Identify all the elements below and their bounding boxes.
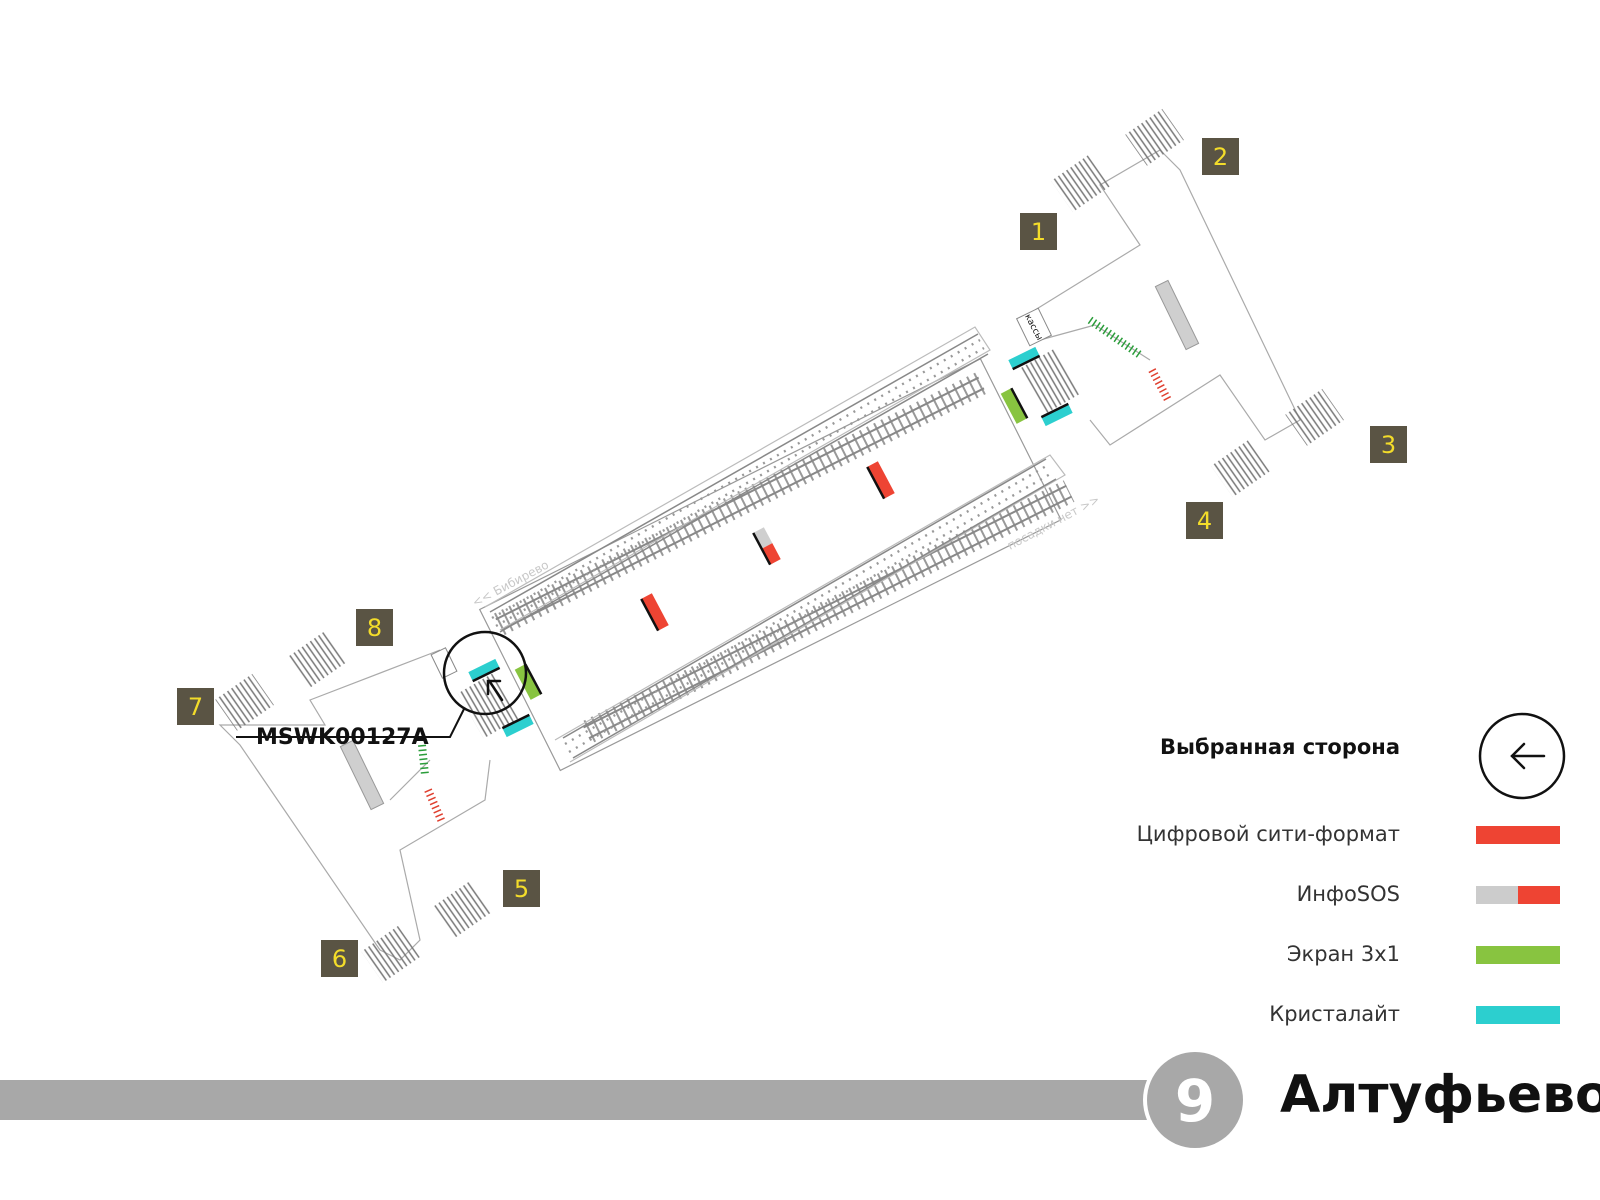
track-rails-upper xyxy=(489,333,989,633)
exit-4: 4 xyxy=(1186,502,1223,539)
exit-5: 5 xyxy=(503,870,540,907)
line-number: 9 xyxy=(1175,1067,1215,1135)
exit-7: 7 xyxy=(177,688,214,725)
panel-digital-2 xyxy=(866,461,895,500)
legend-label-screen: Экран 3х1 xyxy=(1286,942,1400,966)
exit-2: 2 xyxy=(1202,138,1239,175)
panel-crystal-left-selected xyxy=(468,658,501,683)
turnstile-red-right xyxy=(1148,368,1172,402)
exit-1-number: 1 xyxy=(1031,218,1046,246)
stairs-left xyxy=(215,630,519,983)
arrow-left-icon xyxy=(1510,742,1546,770)
panel-callout-line xyxy=(236,708,465,738)
legend-swatch-digital xyxy=(1476,826,1560,844)
exit-1: 1 xyxy=(1020,213,1057,250)
exit-8: 8 xyxy=(356,609,393,646)
line-bar xyxy=(0,1080,1150,1120)
exit-5-number: 5 xyxy=(514,875,529,903)
panel-digital-1 xyxy=(640,593,669,632)
escalator-right xyxy=(1154,279,1200,351)
exit-6-number: 6 xyxy=(332,945,347,973)
track-rails-lower xyxy=(562,458,1057,759)
exit-6: 6 xyxy=(321,940,358,977)
exit-2-number: 2 xyxy=(1213,143,1228,171)
turnstile-red-left xyxy=(424,788,446,824)
stairs-right xyxy=(1020,108,1344,498)
line-badge xyxy=(1147,1052,1243,1148)
legend-label-crystal: Кристалайт xyxy=(1269,1002,1400,1026)
track-ties-lower xyxy=(564,463,1053,754)
legend-swatch-screen xyxy=(1476,946,1560,964)
legend-selected-side-label: Выбранная сторона xyxy=(1159,735,1400,759)
vestibule-right xyxy=(1034,149,1301,446)
panel-screen-right xyxy=(1000,387,1029,424)
exit-4-number: 4 xyxy=(1197,507,1212,535)
exit-7-number: 7 xyxy=(188,693,203,721)
platform xyxy=(478,357,1075,772)
panel-screen-left xyxy=(514,663,543,700)
track-ties-upper xyxy=(491,338,985,628)
platform-outline xyxy=(484,326,1066,763)
selected-panel-arrow-icon xyxy=(486,679,504,702)
panel-crystal-right-1 xyxy=(1008,346,1041,371)
panel-crystal-left-2 xyxy=(501,713,534,738)
turnstile-green-right xyxy=(1087,316,1143,359)
turnstile-green-left xyxy=(418,744,429,776)
panel-crystal-right-2 xyxy=(1040,402,1073,427)
panel-code: MSWK00127A xyxy=(256,725,429,750)
panel-infosos xyxy=(752,527,781,566)
exit-3-number: 3 xyxy=(1381,431,1396,459)
upper-track xyxy=(493,372,987,636)
exit-8-number: 8 xyxy=(367,614,382,642)
exit-3: 3 xyxy=(1370,426,1407,463)
legend-label-infosos: ИнфоSOS xyxy=(1296,882,1400,906)
legend-label-digital: Цифровой сити-формат xyxy=(1136,822,1400,846)
ticket-office-right: кассы xyxy=(1015,307,1053,347)
escalator-left xyxy=(339,739,385,811)
legend-swatch-infosos xyxy=(1476,886,1560,904)
station-name: Алтуфьево xyxy=(1280,1065,1600,1125)
legend-selected-side-icon xyxy=(1478,712,1566,800)
legend-swatch-crystal xyxy=(1476,1006,1560,1024)
selected-panel-marker[interactable] xyxy=(442,630,528,716)
